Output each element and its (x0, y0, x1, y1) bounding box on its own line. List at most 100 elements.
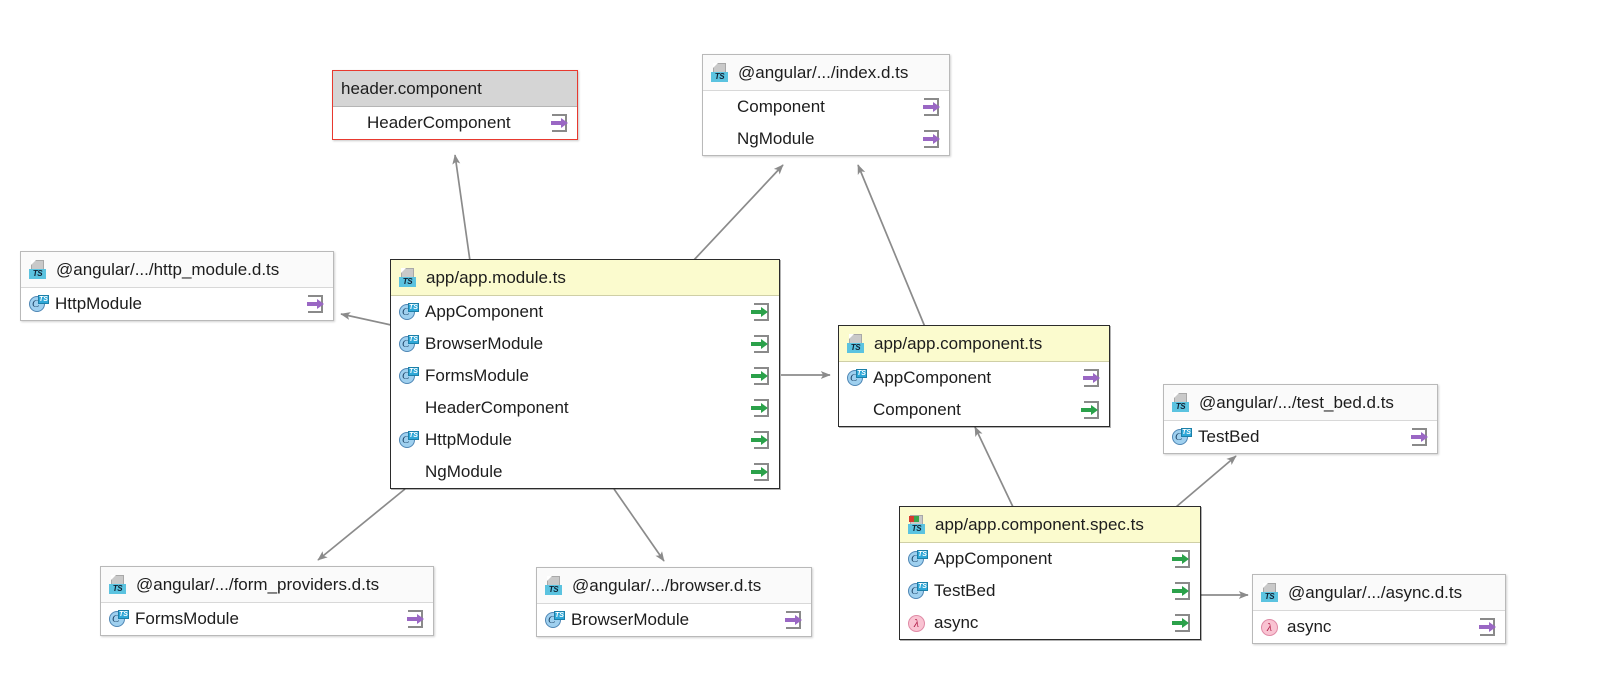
node-title: header.component (341, 78, 482, 98)
lambda-icon: λ (1261, 618, 1280, 637)
import-icon (751, 335, 771, 353)
member-label: NgModule (425, 462, 503, 481)
edge-appmodule-headercomponent (452, 154, 471, 262)
ts-file-icon: TS (399, 267, 419, 288)
member-row[interactable]: HeaderComponent (391, 392, 779, 424)
member-label: TestBed (1198, 427, 1260, 446)
export-icon (405, 610, 425, 628)
node-index-d-ts[interactable]: TS @angular/.../index.d.ts Component NgM… (702, 54, 950, 156)
member-row[interactable]: λ async (900, 607, 1200, 639)
member-label: HeaderComponent (425, 398, 569, 417)
member-row[interactable]: Component (703, 91, 949, 123)
node-title: @angular/.../test_bed.d.ts (1199, 392, 1394, 412)
node-title: @angular/.../http_module.d.ts (56, 259, 280, 279)
ts-file-icon: TS (711, 62, 731, 83)
member-label: AppComponent (934, 549, 1053, 568)
node-title: app/app.component.ts (874, 333, 1043, 353)
export-icon (549, 114, 569, 132)
node-header-component[interactable]: header.component HeaderComponent (332, 70, 578, 140)
edge-spec-appcomponent (974, 426, 1014, 508)
node-async-d-ts[interactable]: TS @angular/.../async.d.ts λ async (1252, 574, 1506, 644)
member-label: Component (737, 97, 825, 116)
ts-file-icon: TS (1172, 392, 1192, 413)
node-async-title-bar: TS @angular/.../async.d.ts (1253, 575, 1505, 611)
member-label: TestBed (934, 581, 996, 600)
member-label: NgModule (737, 129, 815, 148)
member-label: BrowserModule (425, 334, 544, 353)
member-label: AppComponent (873, 368, 992, 387)
export-icon (1409, 428, 1429, 446)
member-row[interactable]: Component (839, 394, 1109, 426)
node-header-component-title-bar: header.component (333, 71, 577, 107)
node-header-component-members: HeaderComponent (333, 107, 577, 139)
member-row[interactable]: λ async (1253, 611, 1505, 643)
ts-file-icon: TS (109, 574, 129, 595)
ts-file-icon: TS (847, 333, 867, 354)
member-row[interactable]: NgModule (391, 456, 779, 488)
export-icon (1081, 369, 1101, 387)
node-title: app/app.module.ts (426, 267, 566, 287)
import-icon (1172, 582, 1192, 600)
import-icon (751, 367, 771, 385)
import-icon (1172, 550, 1192, 568)
node-app-component-title-bar: TS app/app.component.ts (839, 326, 1109, 362)
ts-spec-file-icon: TS (908, 514, 928, 535)
lambda-icon: λ (908, 614, 927, 633)
edge-appmodule-formproviders (317, 488, 406, 561)
node-form-providers-title-bar: TS @angular/.../form_providers.d.ts (101, 567, 433, 603)
node-app-module-title-bar: TS app/app.module.ts (391, 260, 779, 296)
member-row[interactable]: HeaderComponent (333, 107, 577, 139)
import-icon (1172, 614, 1192, 632)
node-app-component-spec-title-bar: TS app/app.component.spec.ts (900, 507, 1200, 543)
node-title: app/app.component.spec.ts (935, 514, 1144, 534)
node-http-module-title-bar: TS @angular/.../http_module.d.ts (21, 252, 333, 288)
member-row[interactable]: NgModule (703, 123, 949, 155)
export-icon (783, 611, 803, 629)
ts-file-icon: TS (29, 259, 49, 280)
member-label: HeaderComponent (367, 113, 511, 132)
import-icon (751, 463, 771, 481)
edge-appmodule-httpmodule (340, 312, 392, 326)
member-label: FormsModule (425, 366, 529, 385)
node-test-bed-title-bar: TS @angular/.../test_bed.d.ts (1164, 385, 1437, 421)
member-label: async (1287, 617, 1332, 636)
node-index-d-ts-members: Component NgModule (703, 91, 949, 155)
node-title: @angular/.../form_providers.d.ts (136, 574, 380, 594)
export-icon (305, 295, 325, 313)
node-title: @angular/.../browser.d.ts (572, 575, 762, 595)
